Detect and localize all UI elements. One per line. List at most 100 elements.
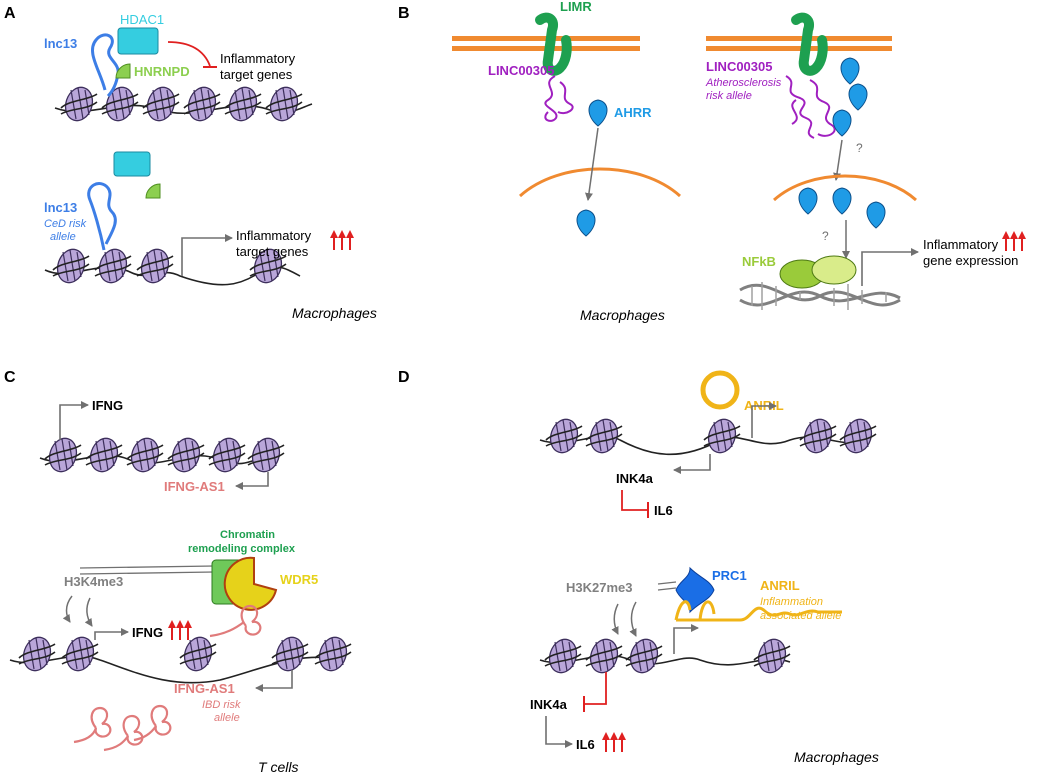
ahrr-nuclear-2 <box>832 187 852 215</box>
label-lnc13-risk: lnc13 <box>44 200 77 215</box>
label-ifng-top: IFNG <box>92 398 123 413</box>
label-nfkb: NFkB <box>742 254 776 269</box>
label-il6-top: IL6 <box>654 503 673 518</box>
label-associated-allele: associated allele <box>760 610 841 622</box>
dna-rungs <box>751 282 887 310</box>
panel-letter-c: C <box>4 369 16 386</box>
nuclear-membrane-left <box>518 167 682 198</box>
dna-strand-c-top <box>39 454 281 465</box>
label-question-1: ? <box>856 141 863 155</box>
ahrr-bound-3 <box>832 109 852 137</box>
nfkb-subunit-2 <box>811 255 857 285</box>
label-target-bot-2: target genes <box>236 244 309 259</box>
nucleosome-row-c-top <box>44 434 285 476</box>
h3k4-arrow-1 <box>62 595 73 623</box>
lnc13-risk-rna <box>87 182 117 251</box>
translocation-arrow-risk <box>833 139 843 181</box>
ahrr-nuclear-3 <box>866 201 886 229</box>
label-ahrr: AHRR <box>614 105 652 120</box>
h3k27-arrow-2 <box>629 601 637 637</box>
anril-active-arrow <box>673 624 699 654</box>
label-ink4a-bot: INK4a <box>530 697 568 712</box>
panel-c: C IFNG IFNG-AS1 Chromatin remodeling com… <box>4 369 352 775</box>
h3k4-arrow-2 <box>84 597 93 627</box>
nuclear-membrane-right <box>773 174 917 202</box>
label-limr: LIMR <box>560 0 592 14</box>
label-ifng-bot: IFNG <box>132 625 163 640</box>
ifng-as1-active-arrow <box>255 670 293 692</box>
label-ced-allele: allele <box>50 231 76 243</box>
lnc13-rna <box>90 33 120 98</box>
label-inflammation: Inflammation <box>760 596 823 608</box>
label-cell-type-b: Macrophages <box>580 307 665 323</box>
linc00305-rna <box>544 75 574 122</box>
panel-letter-a: A <box>4 5 16 22</box>
upregulation-arrows-d <box>606 734 622 752</box>
ahrr-nuclear <box>576 209 596 237</box>
ahrr-bound-2 <box>848 83 868 111</box>
panel-letter-b: B <box>398 5 410 22</box>
label-expr-2: gene expression <box>923 253 1018 268</box>
h3k27-inhibition <box>584 672 607 705</box>
label-h3k4me3: H3K4me3 <box>64 574 123 589</box>
ifng-active-arrow <box>94 628 129 640</box>
translocation-arrow <box>585 127 599 201</box>
ifng-tss-arrow <box>59 401 89 440</box>
limr-receptor-risk <box>791 12 828 76</box>
label-question-2: ? <box>822 229 829 243</box>
label-il6-bot: IL6 <box>576 737 595 752</box>
nucleosome-row-d-top <box>545 415 877 457</box>
label-ifng-as1-bot: IFNG-AS1 <box>174 681 235 696</box>
upregulation-arrows-b <box>1006 233 1022 251</box>
panel-b: B LIMR LINC00305 AHRR LINC00305 Atherosc… <box>398 0 1022 323</box>
panel-letter-d: D <box>398 369 410 386</box>
label-ifng-as1-top: IFNG-AS1 <box>164 479 225 494</box>
ahrr-bound-1 <box>840 57 860 85</box>
membrane-right-bottom <box>706 46 892 51</box>
ink4a-inhibition <box>621 490 648 511</box>
anril-tss-arrow <box>751 402 777 438</box>
il6-arrow <box>545 716 573 748</box>
label-complex-1: Chromatin <box>220 529 275 541</box>
label-linc00305-risk: LINC00305 <box>706 59 772 74</box>
label-hnrnpd: HNRNPD <box>134 64 190 79</box>
label-h3k27me3: H3K27me3 <box>566 580 633 595</box>
h3k27-arrow-1 <box>611 603 619 635</box>
label-target-bot-1: Inflammatory <box>236 228 312 243</box>
hnrnpd-protein-free <box>145 183 161 199</box>
label-lnc13: lnc13 <box>44 36 77 51</box>
linc00305-risk-rna <box>785 75 836 139</box>
nucleosome-row-d-bottom <box>544 635 791 677</box>
membrane-right-top <box>706 36 892 41</box>
label-cell-type-c: T cells <box>258 759 298 775</box>
transcription-arrow <box>181 234 233 276</box>
label-wdr5: WDR5 <box>280 572 318 587</box>
upregulation-arrows <box>334 232 350 250</box>
ifng-as1-transcripts <box>73 704 172 752</box>
label-target-top-1: Inflammatory <box>220 51 296 66</box>
wdr5-protein <box>223 556 278 611</box>
anril-linear-rna <box>674 600 842 622</box>
label-complex-2: remodeling complex <box>188 543 296 555</box>
nucleosome-row-top <box>60 83 303 125</box>
prc1-link-lines <box>657 581 677 591</box>
ahrr-nuclear-1 <box>798 187 818 215</box>
panel-d: D ANRIL INK4a IL6 H3K27me3 PRC1 ANRIL In… <box>398 369 879 765</box>
label-anril-bot: ANRIL <box>760 578 800 593</box>
inhibition-arrow <box>167 41 211 67</box>
dna-helix-b <box>739 290 901 307</box>
label-athero-risk: Atherosclerosis <box>705 77 782 89</box>
label-expr-1: Inflammatory <box>923 237 999 252</box>
label-target-top-2: target genes <box>220 67 293 82</box>
ifng-as1-tail <box>209 621 245 638</box>
ink4a-tss-arrow <box>673 454 711 474</box>
label-linc00305: LINC00305 <box>488 63 554 78</box>
dna-strand-d-bottom <box>539 654 791 666</box>
label-ink4a-top: INK4a <box>616 471 654 486</box>
limr-receptor <box>535 12 572 76</box>
label-ibd-risk: IBD risk <box>202 699 241 711</box>
complex-link-lines <box>79 565 215 575</box>
anril-circular-rna <box>700 370 740 410</box>
label-cell-type-a: Macrophages <box>292 305 377 321</box>
hdac1-protein-free <box>113 151 151 177</box>
